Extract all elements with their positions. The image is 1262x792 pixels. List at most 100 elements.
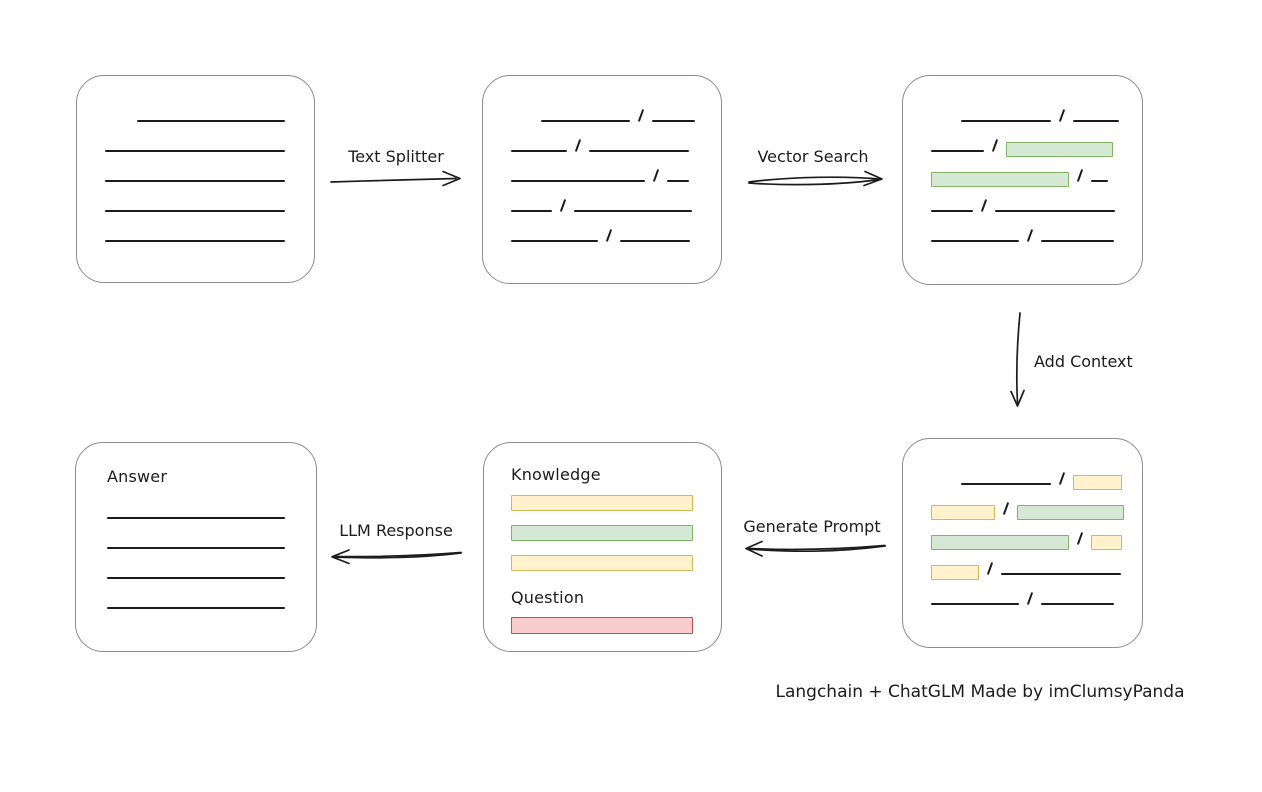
- green-chunk: [931, 172, 1069, 187]
- slash-separator: [637, 109, 645, 122]
- chunk-row: [931, 212, 1142, 242]
- red-bar: [511, 617, 693, 634]
- chunk-row: [541, 92, 721, 122]
- slash-separator: [559, 199, 567, 212]
- text-line: [105, 180, 285, 182]
- text-line: [105, 210, 285, 212]
- slash-separator: [1026, 229, 1034, 242]
- slash-separator: [605, 229, 613, 242]
- context-chunk-rows: [903, 439, 1142, 605]
- text-line: [931, 210, 973, 212]
- chunk-row: [931, 545, 1142, 580]
- chunk-row: [105, 182, 314, 212]
- chunk-row: [511, 152, 721, 182]
- chunk-row: [931, 122, 1142, 157]
- chunk-row: [961, 92, 1142, 122]
- yellow-bar: [511, 495, 693, 511]
- context-chunks-node: [902, 438, 1143, 648]
- yellow-chunk: [931, 565, 979, 580]
- yellow-bar: [511, 555, 693, 571]
- chunk-row: [511, 122, 721, 152]
- text-line: [511, 180, 645, 182]
- text-line: [105, 240, 285, 242]
- text-splitter-label: Text Splitter: [348, 147, 444, 166]
- yellow-chunk: [1091, 535, 1122, 550]
- knowledge-heading: Knowledge: [511, 465, 601, 484]
- question-heading: Question: [511, 588, 585, 607]
- text-line: [511, 150, 567, 152]
- slash-separator: [1002, 502, 1010, 515]
- chunk-row: [931, 485, 1142, 520]
- chunk-row: [931, 182, 1142, 212]
- text-line: [589, 150, 689, 152]
- chunk-row: [931, 152, 1142, 187]
- chunk-row: [931, 575, 1142, 605]
- slash-separator: [574, 139, 582, 152]
- text-line: [931, 240, 1019, 242]
- generate-prompt-label: Generate Prompt: [743, 517, 881, 536]
- answer-heading: Answer: [107, 467, 168, 486]
- text-line: [1091, 180, 1108, 182]
- source-document-node: [76, 75, 315, 283]
- matched-chunks-node: [902, 75, 1143, 285]
- text-line: [1041, 240, 1114, 242]
- llm-response-arrow: [331, 549, 462, 565]
- text-line: [541, 120, 630, 122]
- chunk-row: [931, 515, 1142, 550]
- slash-separator: [1076, 532, 1084, 545]
- text-line: [961, 483, 1051, 485]
- answer-node: Answer: [75, 442, 317, 652]
- question-bars: [511, 617, 721, 634]
- chunk-row: [511, 182, 721, 212]
- text-line: [1001, 573, 1121, 575]
- text-line: [574, 210, 692, 212]
- text-line: [1073, 120, 1119, 122]
- text-line: [995, 210, 1115, 212]
- add-context-arrow: [1010, 312, 1025, 407]
- knowledge-bars: [511, 495, 721, 571]
- slash-separator: [986, 562, 994, 575]
- text-line: [620, 240, 690, 242]
- answer-line: [107, 517, 285, 519]
- text-line: [511, 210, 552, 212]
- caption: Langchain + ChatGLM Made by imClumsyPand…: [775, 682, 1185, 702]
- text-line: [105, 150, 285, 152]
- answer-line: [107, 547, 285, 549]
- answer-lines: [107, 517, 316, 609]
- text-line: [652, 120, 695, 122]
- slash-separator: [1076, 169, 1084, 182]
- split-chunks-node: [482, 75, 722, 284]
- llm-response-label: LLM Response: [339, 521, 453, 540]
- green-bar: [511, 525, 693, 541]
- prompt-node: Knowledge Question: [483, 442, 722, 652]
- split-chunk-rows: [483, 76, 721, 242]
- document-lines: [77, 76, 314, 242]
- text-line: [931, 603, 1019, 605]
- slash-separator: [652, 169, 660, 182]
- text-line: [511, 240, 598, 242]
- slash-separator: [1058, 472, 1066, 485]
- text-line: [931, 150, 984, 152]
- generate-prompt-arrow: [745, 540, 886, 557]
- chunk-row: [137, 92, 314, 122]
- slash-separator: [1058, 109, 1066, 122]
- slash-separator: [1026, 592, 1034, 605]
- text-splitter-arrow: [330, 170, 461, 187]
- slash-separator: [991, 139, 999, 152]
- answer-line: [107, 607, 285, 609]
- text-line: [961, 120, 1051, 122]
- yellow-chunk: [1073, 475, 1122, 490]
- yellow-chunk: [931, 505, 995, 520]
- matched-chunk-rows: [903, 76, 1142, 242]
- slash-separator: [980, 199, 988, 212]
- chunk-row: [511, 212, 721, 242]
- text-line: [667, 180, 689, 182]
- add-context-label: Add Context: [1034, 352, 1133, 371]
- vector-search-arrow: [748, 170, 883, 187]
- chunk-row: [961, 455, 1142, 490]
- green-chunk: [1017, 505, 1124, 520]
- chunk-row: [105, 212, 314, 242]
- text-line: [1041, 603, 1114, 605]
- text-line: [137, 120, 285, 122]
- green-chunk: [1006, 142, 1113, 157]
